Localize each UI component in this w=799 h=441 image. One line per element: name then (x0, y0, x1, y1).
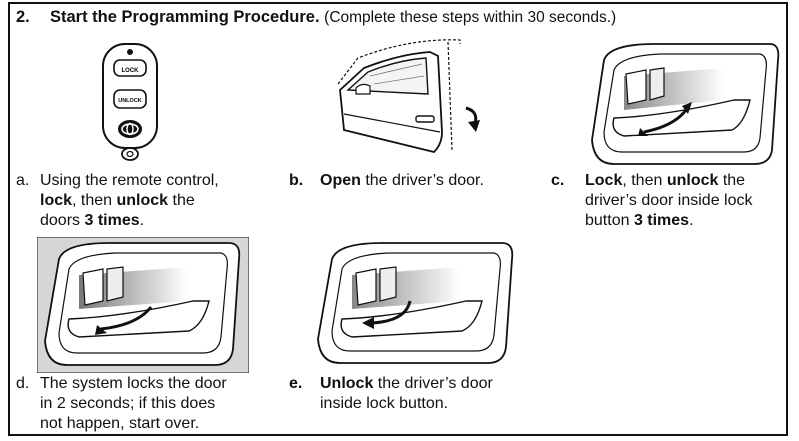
step-text: driver’s door inside lock (585, 192, 753, 209)
remote-lock-label: LOCK (122, 68, 140, 74)
car-door-illustration (337, 39, 480, 153)
step-letter: d. (16, 375, 30, 392)
toyota-logo-icon (118, 120, 142, 138)
step-text: the driver’s door (373, 375, 493, 392)
step-letter: a. (16, 172, 30, 189)
step-text: , then (72, 192, 117, 209)
step-keyword: Open (320, 172, 361, 189)
step-keyword: unlock (116, 192, 169, 209)
step-text: not happen, start over. (40, 415, 200, 432)
step-text: Using the remote control, (40, 172, 219, 189)
step-keyword: lock (40, 192, 73, 209)
step-letter: e. (289, 375, 303, 392)
step-text: . (139, 212, 145, 229)
step-keyword: unlock (666, 172, 719, 189)
lock-button-illustration-d (37, 237, 249, 373)
step-text: The system locks the door (40, 375, 227, 392)
remote-control-illustration: LOCK UNLOCK (102, 43, 158, 161)
step-keyword: Lock (585, 172, 623, 189)
remote-unlock-label: UNLOCK (118, 98, 142, 104)
step-text: the (718, 172, 746, 189)
lock-button-illustration-c (591, 43, 780, 165)
step-text: in 2 seconds; if this does (40, 395, 216, 412)
step-text: . (689, 212, 694, 229)
step-letter: b. (289, 172, 304, 189)
step-keyword: 3 times (84, 212, 140, 229)
lock-button-illustration-e (317, 242, 514, 364)
step-letter: c. (551, 172, 565, 189)
instruction-panel: 2. Start the Programming Procedure. (Comp… (8, 2, 788, 436)
section-note: (Complete these steps within 30 seconds.… (324, 9, 617, 26)
step-text: doors (40, 212, 85, 229)
step-text: , then (622, 172, 667, 189)
step-text: inside lock button. (320, 395, 449, 412)
step-text: the (168, 192, 195, 209)
step-keyword: Unlock (320, 375, 374, 392)
section-header: 2. Start the Programming Procedure. (Comp… (16, 8, 616, 27)
step-text: button (585, 212, 634, 229)
step-text: the driver’s door. (360, 172, 484, 189)
step-number: 2. (16, 8, 30, 26)
section-title: Start the Programming Procedure. (50, 8, 320, 26)
step-keyword: 3 times (633, 212, 690, 229)
